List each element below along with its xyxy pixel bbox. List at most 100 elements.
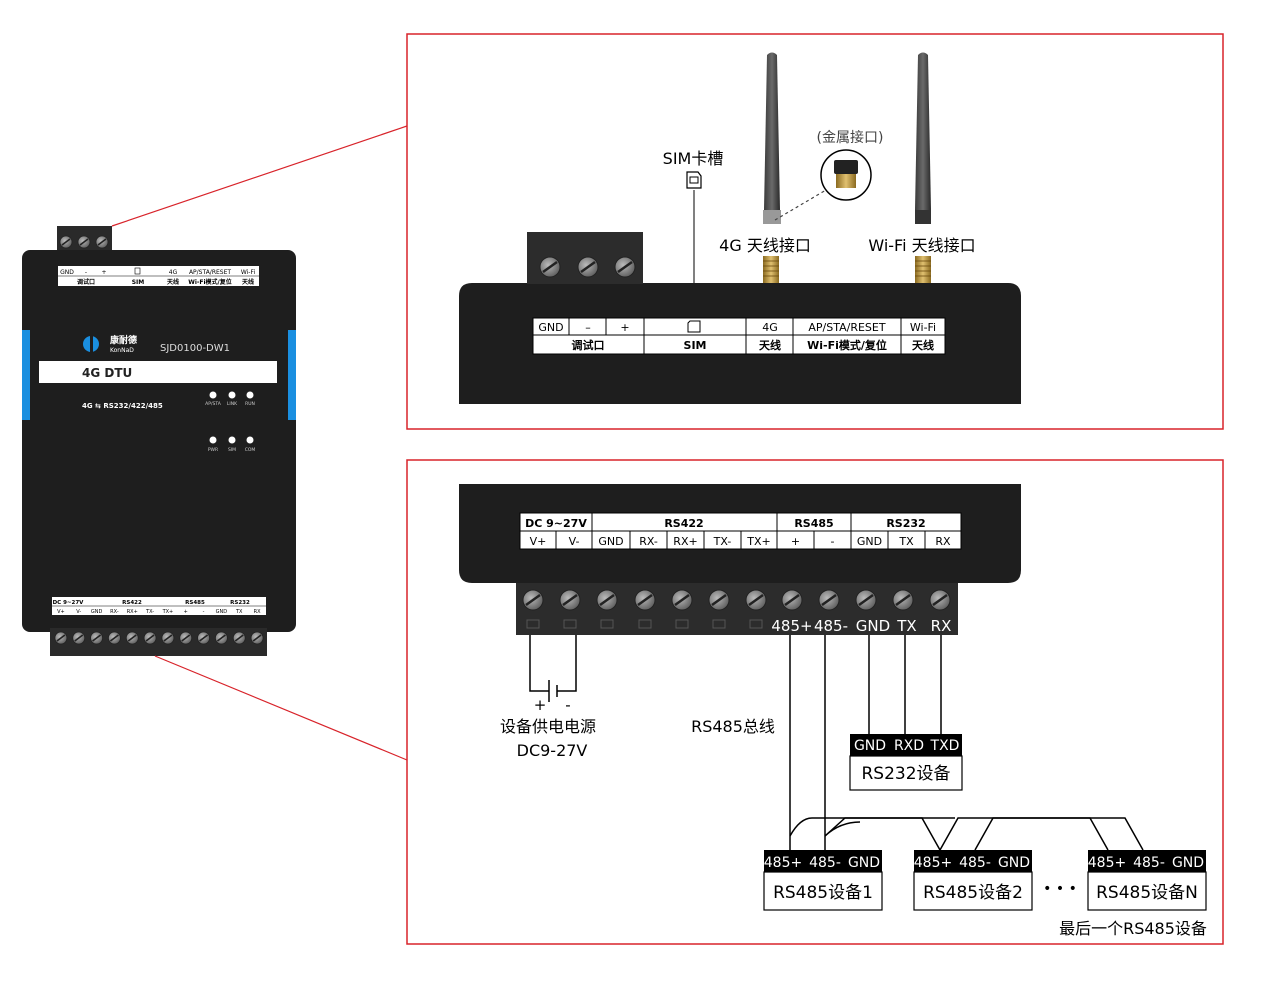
metal-connector-cap	[834, 160, 858, 174]
hdr-rs422: RS422	[664, 517, 703, 530]
screw-icon	[854, 588, 878, 612]
screw-icon	[71, 631, 86, 645]
terminal-485minus-label: 485-	[814, 617, 848, 635]
rs485-wiring	[789, 635, 1144, 851]
rs485-d1-pin-minus: 485-	[809, 855, 841, 871]
terminal-rx-label: RX	[931, 617, 952, 635]
screw-icon	[143, 631, 157, 645]
dev-top-antenna-4g: 天线	[167, 278, 179, 286]
screw-icon	[891, 588, 915, 612]
screw-icon	[521, 588, 545, 612]
dev-bot-pin-4: RX+	[127, 609, 138, 615]
terminal-485plus-label: 485+	[771, 617, 812, 635]
led-group-1: AP/STA LINK RUN	[205, 391, 255, 407]
dev-bot-rs422: RS422	[122, 600, 142, 606]
dev-top-4g: 4G	[169, 269, 178, 276]
metal-callout-line	[774, 189, 827, 221]
screw-icon	[595, 588, 619, 612]
led-run	[246, 391, 254, 399]
dev-top-mode: Wi-Fi模式/复位	[188, 278, 232, 286]
dev-bot-pin-7: +	[184, 609, 188, 615]
rs485-device-n: 485+ 485- GND RS485设备N	[1087, 850, 1207, 911]
dev-top-plus: +	[101, 269, 106, 276]
dev-bot-pin-3: RX-	[110, 609, 119, 615]
rs485-d1-name: RS485设备1	[773, 883, 873, 903]
dev-bot-pin-9: GND	[216, 609, 228, 615]
dev-top-gnd: GND	[60, 269, 74, 276]
hdr-pin-1: V-	[569, 535, 580, 548]
screw-icon	[250, 631, 264, 645]
dev-bot-rs485: RS485	[185, 600, 205, 606]
rs232-pin-gnd: GND	[854, 738, 886, 754]
model-number: SJD0100-DW1	[160, 343, 230, 354]
rs485-bus-label: RS485总线	[691, 717, 775, 736]
sim-slot-icon	[687, 320, 701, 333]
top-mode-label: Wi-Fi模式/复位	[807, 338, 887, 352]
hdr-pin-5: TX-	[713, 535, 732, 548]
led-label-sim: SIM	[228, 447, 236, 453]
top-apsta-label: AP/STA/RESET	[808, 321, 885, 334]
screw-icon	[125, 631, 140, 645]
terminal-slot	[749, 619, 763, 629]
brand-cn: 康耐德	[110, 334, 137, 346]
antenna-4g-callout: 4G 天线接口	[719, 236, 811, 255]
screw-icon	[196, 631, 211, 645]
antenna-4g-icon	[763, 52, 781, 283]
led-label-apsta: AP/STA	[205, 401, 222, 407]
hdr-pin-3: RX-	[639, 535, 658, 548]
dev-top-apsta: AP/STA/RESET	[189, 269, 231, 276]
rs485-dn-pin-gnd: GND	[1172, 855, 1204, 871]
power-plus-label: +	[534, 696, 547, 714]
screw-icon	[178, 631, 193, 645]
antenna-wifi-icon	[915, 52, 931, 283]
led-link	[228, 391, 236, 399]
hdr-pin-0: V+	[530, 535, 547, 548]
sim-card-icon	[686, 171, 702, 189]
power-supply-label: 设备供电电源	[500, 717, 596, 736]
screw-icon	[77, 235, 91, 249]
rs485-d2-pin-plus: 485+	[914, 855, 952, 871]
terminal-slot	[638, 619, 652, 629]
zoom-line-top	[111, 125, 408, 227]
terminal-slot	[563, 619, 577, 629]
terminal-slot	[600, 619, 614, 629]
screw-icon	[817, 588, 841, 612]
hdr-pin-9: GND	[857, 535, 882, 548]
rs485-d2-pin-minus: 485-	[959, 855, 991, 871]
led-group-2: PWR SIM COM	[208, 436, 255, 453]
screw-icon	[89, 631, 104, 645]
dev-top-sim: SIM	[132, 279, 145, 286]
top-detail-panel: GND – + 4G AP/STA/RESET Wi-Fi 调试口 SIM 天线…	[406, 33, 1224, 430]
device-body	[22, 250, 296, 632]
screw-icon	[780, 588, 804, 612]
io-terminal-block	[516, 583, 958, 635]
rs485-d2-name: RS485设备2	[923, 883, 1023, 903]
rs232-wiring	[868, 635, 942, 734]
led-label-link: LINK	[227, 401, 238, 407]
sim-slot-callout: SIM卡槽	[663, 149, 724, 168]
top-plus-label: +	[620, 321, 629, 334]
product-band	[39, 361, 277, 383]
screw-icon	[161, 631, 175, 645]
terminal-gnd-label: GND	[856, 617, 890, 635]
top-debug-label: 调试口	[572, 338, 605, 352]
hdr-pin-11: RX	[935, 535, 951, 548]
screw-icon	[95, 235, 109, 249]
brand-en: KonNaD	[110, 347, 134, 354]
screw-icon	[670, 588, 694, 612]
screw-icon	[613, 255, 637, 279]
led-label-pwr: PWR	[208, 447, 218, 453]
terminal-slot	[675, 619, 689, 629]
terminal-slot	[712, 619, 726, 629]
hdr-pin-2: GND	[598, 535, 623, 548]
hdr-power: DC 9~27V	[525, 517, 587, 530]
screw-icon	[744, 588, 768, 612]
screw-icon	[107, 631, 122, 645]
rs485-device-1: 485+ 485- GND RS485设备1	[763, 850, 883, 911]
screw-icon	[576, 255, 600, 279]
rs485-d1-pin-plus: 485+	[764, 855, 802, 871]
rs485-dn-name: RS485设备N	[1096, 883, 1198, 903]
